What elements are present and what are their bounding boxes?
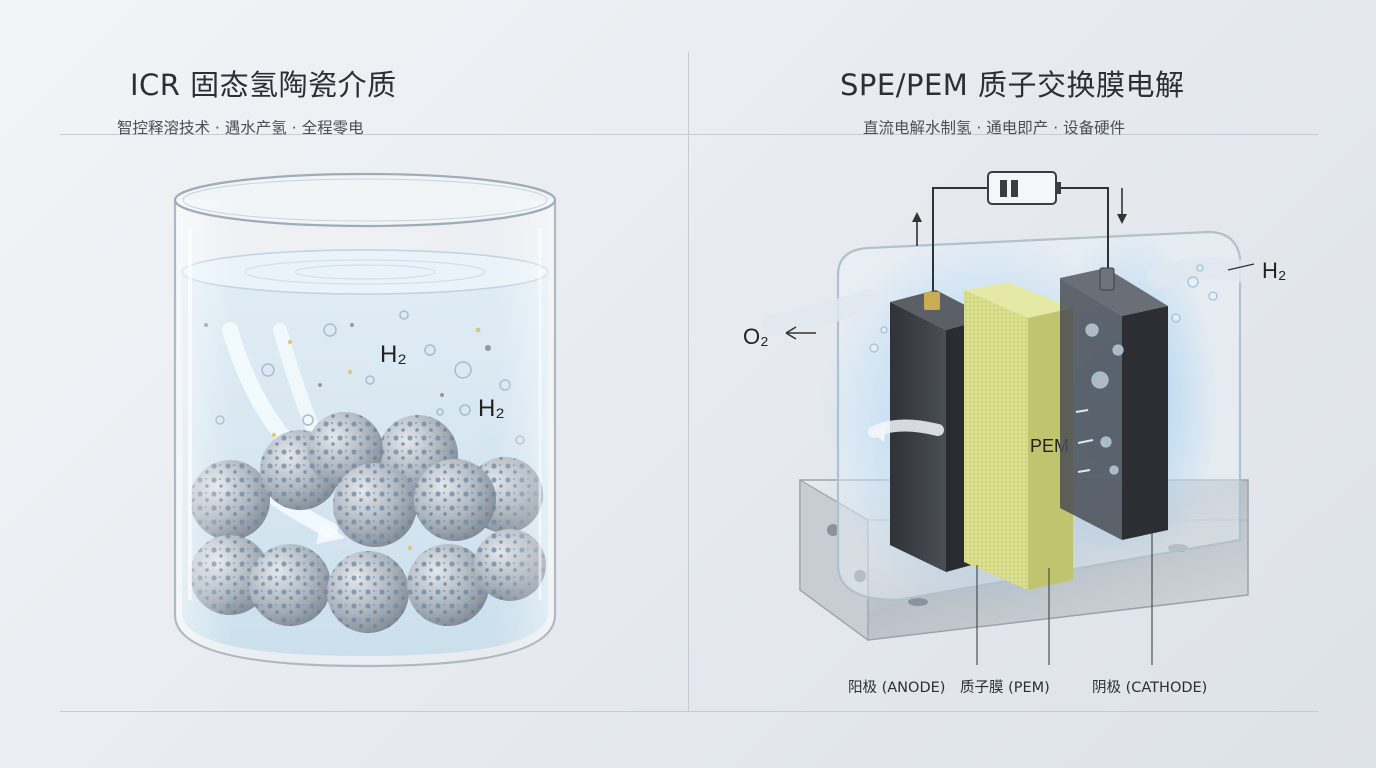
pem-title: SPE/PEM 质子交换膜电解 (840, 68, 1185, 102)
icr-subtitle: 智控释溶技术 · 遇水产氢 · 全程零电 (117, 119, 364, 137)
anode-terminal (924, 292, 940, 310)
proton-flow-arrows (1075, 409, 1094, 473)
cathode-plate (1060, 278, 1122, 540)
pem-membrane-label: PEM (1030, 436, 1069, 456)
pem-electrolyzer-illustration: O₂ H₂ PEM (743, 171, 1286, 665)
h2-label-2: H₂ (478, 395, 505, 422)
cathode-bubbles (869, 264, 1218, 475)
icr-beaker-illustration: H₂ H₂ (173, 172, 557, 668)
anode-caption: 阳极 (ANODE) (848, 680, 946, 696)
down-arrow-icon (1117, 214, 1127, 224)
pem-subtitle: 直流电解水制氢 · 通电即产 · 设备硬件 (863, 119, 1126, 137)
cathode-terminal (1099, 267, 1115, 291)
icr-title: ICR 固态氢陶瓷介质 (130, 68, 397, 102)
left-header-rule (60, 134, 688, 135)
up-arrow-icon (912, 212, 922, 222)
h2-label: H₂ (1262, 258, 1286, 283)
anode-plate (890, 302, 946, 572)
h2-label-1: H₂ (380, 341, 407, 368)
battery-icon (987, 171, 1057, 205)
pem-panel: SPE/PEM 质子交换膜电解 直流电解水制氢 · 通电即产 · 设备硬件 (688, 0, 1376, 768)
vertical-divider (688, 52, 689, 712)
o2-label: O₂ (743, 324, 769, 349)
h2-outlet-pipe (1147, 257, 1255, 289)
glass-beaker (173, 200, 557, 668)
pem-caption: 质子膜 (PEM) (960, 680, 1050, 696)
o2-outlet-pipe (762, 289, 879, 336)
beaker-rim (173, 172, 557, 228)
bottom-rule (60, 711, 1318, 712)
cathode-caption: 阴极 (CATHODE) (1092, 680, 1208, 696)
right-header-rule (688, 134, 1318, 135)
pem-membrane (964, 290, 1028, 590)
icr-panel: ICR 固态氢陶瓷介质 智控释溶技术 · 遇水产氢 · 全程零电 (117, 68, 557, 668)
